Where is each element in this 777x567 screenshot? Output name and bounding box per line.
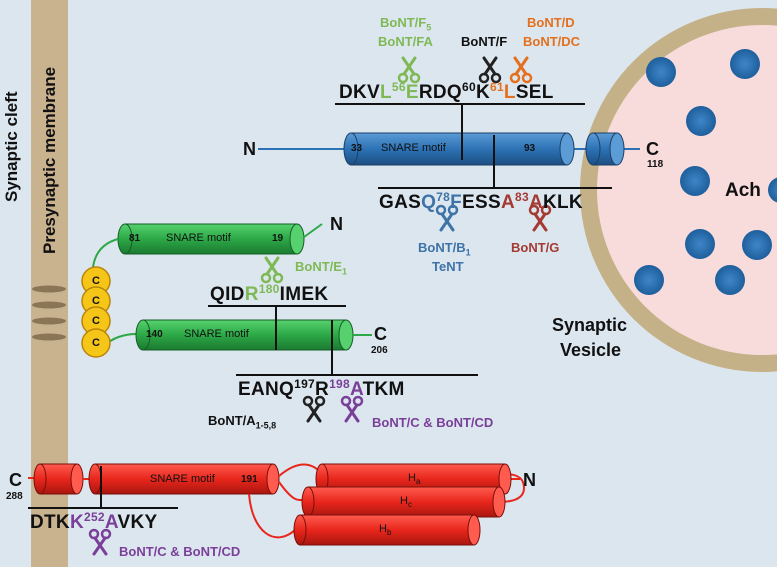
vamp-seq-a83: A	[528, 192, 543, 213]
vamp-bottom-sequence: GASQ78FESSA83AKLK	[379, 190, 583, 213]
syntaxin-c-number: 288	[6, 491, 23, 502]
snap25-seq-180: 180	[258, 282, 280, 296]
snap25-lower-start: 140	[146, 329, 163, 340]
snap25-seq-197: 197	[294, 377, 316, 391]
vamp-seq-klk: KLK	[542, 192, 583, 213]
palmitoylated-cysteines	[81, 266, 111, 358]
membrane-channels	[32, 285, 66, 341]
helix-ha-label: Ha	[408, 472, 421, 487]
enzyme-bont-f5: BoNT/F5	[380, 15, 432, 33]
vamp-seq-60: 60	[461, 80, 476, 94]
vamp-top-sequence: DKVL56ERDQ60K61LSEL	[339, 80, 554, 103]
snap25-seq-a198: A	[349, 379, 363, 400]
vamp-seq-k: K	[475, 82, 490, 103]
vamp-c-number: 118	[647, 159, 664, 170]
presynaptic-membrane-label: Presynaptic membrane	[40, 66, 59, 254]
snap25-upper-end: 19	[272, 233, 284, 244]
syntaxin-motif-end: 191	[241, 474, 258, 485]
vamp-motif-end: 93	[524, 143, 536, 154]
enzyme-bont-d: BoNT/D	[527, 15, 575, 30]
vamp-seq-83: 83	[514, 190, 529, 204]
synaptic-cleft-label: Synaptic cleft	[2, 91, 21, 202]
cysteine-4: C	[92, 337, 100, 349]
helix-hb-label: Hb	[379, 523, 392, 538]
cysteine-1: C	[92, 275, 100, 287]
snap25-upper-motif-label: SNARE motif	[166, 232, 231, 244]
enzyme-bont-f: BoNT/F	[461, 34, 508, 49]
acetylcholine-label: Ach	[725, 180, 761, 201]
vamp-seq-f79: F	[450, 192, 463, 213]
enzyme-tent: TeNT	[432, 259, 464, 274]
enzyme-bont-c-snap25: BoNT/C & BoNT/CD	[372, 415, 494, 430]
cysteine-3: C	[92, 315, 100, 327]
snap25-n-terminus: N	[330, 214, 343, 234]
enzyme-bont-a: BoNT/A1-5,8	[208, 413, 277, 431]
cysteine-2: C	[92, 295, 100, 307]
vamp-seq-rdq: RDQ	[418, 82, 462, 103]
vamp-seq-a82: A	[500, 192, 515, 213]
snap25-c-number: 206	[371, 345, 388, 356]
helix-hc-label: Hc	[400, 495, 412, 510]
syntaxin-c-terminus: C	[9, 470, 22, 490]
syntaxin-seq-vky: VKY	[117, 512, 158, 533]
vamp-n-terminus: N	[243, 139, 256, 159]
snap25-protein	[91, 223, 478, 376]
vamp-seq-sel: SEL	[515, 82, 554, 103]
syntaxin-sequence: DTKK252AVKY	[30, 510, 158, 533]
vamp-seq-56: 56	[391, 80, 406, 94]
vamp-seq-dkv: DKV	[339, 82, 381, 103]
synaptic-vesicle-label-line2: Vesicle	[560, 340, 622, 360]
snap25-seq-tkm: TKM	[362, 379, 405, 400]
vamp-protein	[258, 103, 640, 189]
synaptic-vesicle-label-line1: Synaptic	[552, 315, 628, 335]
enzyme-bont-dc: BoNT/DC	[523, 34, 581, 49]
syntaxin-seq-k252: K	[69, 512, 84, 533]
vamp-seq-e57: E	[405, 82, 419, 103]
enzyme-bont-fa: BoNT/FA	[378, 34, 433, 49]
syntaxin-snare-motif-label: SNARE motif	[150, 473, 215, 485]
vamp-motif-start: 33	[351, 143, 363, 154]
snap25-seq-eanq: EANQ	[238, 379, 295, 400]
vamp-seq-q78: Q	[421, 192, 437, 213]
snap25-seq-qid: QID	[210, 284, 245, 305]
snap25-lower-motif-label: SNARE motif	[184, 328, 249, 340]
syntaxin-seq-a253: A	[104, 512, 118, 533]
snap25-top-sequence: QIDR180IMEK	[210, 282, 329, 305]
snap25-seq-198: 198	[329, 377, 350, 391]
syntaxin-protein	[28, 463, 526, 546]
enzyme-bont-g: BoNT/G	[511, 240, 560, 255]
snap25-c-terminus: C	[374, 324, 387, 344]
vamp-seq-l61: L	[503, 82, 516, 103]
snap25-seq-r180: R	[244, 284, 259, 305]
vamp-c-terminus: C	[646, 139, 659, 159]
snap25-seq-r: R	[315, 379, 330, 400]
acetylcholine-molecules	[634, 49, 777, 295]
vamp-seq-61: 61	[489, 80, 504, 94]
syntaxin-n-terminus: N	[523, 470, 536, 490]
vamp-snare-motif-label: SNARE motif	[381, 142, 446, 154]
syntaxin-seq-dtk: DTK	[30, 512, 70, 533]
enzyme-bont-e1: BoNT/E1	[295, 259, 347, 277]
vamp-seq-78: 78	[436, 190, 451, 204]
vamp-seq-l56: L	[380, 82, 392, 103]
snap25-upper-start: 81	[129, 233, 141, 244]
enzyme-bont-c-syntaxin: BoNT/C & BoNT/CD	[119, 544, 241, 559]
syntaxin-seq-252: 252	[83, 510, 105, 524]
enzyme-bont-b1: BoNT/B1	[418, 240, 471, 258]
vamp-seq-ess: ESS	[462, 192, 501, 213]
snap25-bottom-sequence: EANQ197R198ATKM	[238, 377, 405, 400]
snap25-seq-imek: IMEK	[279, 284, 329, 305]
vamp-seq-gas: GAS	[379, 192, 422, 213]
